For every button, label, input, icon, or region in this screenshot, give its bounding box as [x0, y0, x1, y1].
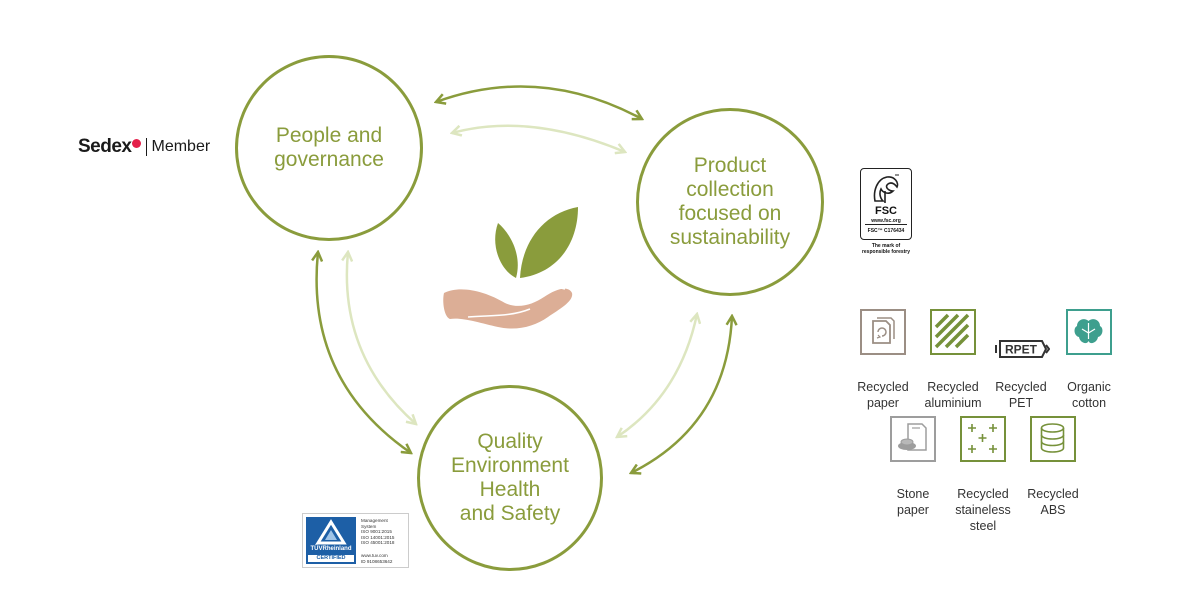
- material-recycled-paper: Recycled paper: [852, 293, 914, 411]
- fsc-logo-text: FSC: [875, 205, 897, 217]
- recycled-paper-icon: [860, 309, 906, 355]
- node-quality-ehs: Quality Environment Health and Safety: [417, 385, 603, 571]
- tuv-line: System: [361, 523, 377, 529]
- material-label: Recycled paper: [857, 380, 909, 410]
- tuv-url: www.tuv.com: [361, 553, 388, 558]
- tuv-certified-badge: TÜVRheinland CERTIFIED Management System…: [302, 513, 409, 568]
- material-label: Stone paper: [896, 487, 930, 517]
- tuv-triangle-icon: [315, 519, 347, 545]
- material-label: Recycled aluminium: [924, 380, 982, 410]
- node-product-collection: Product collection focused on sustainabi…: [636, 108, 824, 296]
- tuv-brand: TÜVRheinland: [310, 546, 352, 552]
- material-recycled-stainless-steel: Recycled staineless steel: [952, 400, 1014, 534]
- rpet-icon: RPET: [992, 309, 1051, 358]
- fsc-caption: The mark of responsible forestry: [861, 243, 911, 255]
- stainless-steel-icon: [960, 416, 1006, 462]
- material-label: Recycled PET: [995, 380, 1047, 410]
- arrow-people-quality: [317, 252, 411, 453]
- arrow-product-quality: [631, 316, 732, 473]
- aluminium-icon: [930, 309, 976, 355]
- material-stone-paper: Stone paper: [882, 400, 944, 518]
- abs-icon: [1030, 416, 1076, 462]
- fsc-url: www.fsc.org: [871, 218, 901, 224]
- sedex-member-logo: Sedex Member: [78, 136, 210, 158]
- material-label: Recycled ABS: [1027, 487, 1079, 517]
- material-recycled-pet: RPET Recycled PET: [990, 293, 1052, 411]
- tuv-certified-label: CERTIFIED: [308, 555, 354, 562]
- sedex-brand: Sedex: [78, 136, 132, 157]
- material-label: Recycled staineless steel: [955, 487, 1011, 533]
- tuv-logo-block: TÜVRheinland CERTIFIED: [306, 517, 356, 564]
- arrow-product-quality-light: [617, 314, 697, 437]
- svg-text:RPET: RPET: [1005, 343, 1038, 357]
- node-label: Quality Environment Health and Safety: [451, 430, 569, 525]
- tuv-contact: www.tuv.com ID 9108653642: [361, 553, 392, 564]
- fsc-code: FSC™ C176434: [867, 228, 905, 234]
- sedex-member-text: Member: [151, 138, 211, 155]
- tuv-line: ISO 9001:2015: [361, 529, 392, 535]
- material-recycled-aluminium: Recycled aluminium: [920, 293, 986, 411]
- fsc-divider: [865, 224, 907, 225]
- cotton-icon: [1066, 309, 1112, 355]
- material-organic-cotton: Organic cotton: [1058, 293, 1120, 411]
- material-recycled-abs: Recycled ABS: [1022, 400, 1084, 518]
- tuv-line: ISO 14001:2015: [361, 534, 395, 540]
- tuv-line: Management: [361, 518, 388, 523]
- stone-paper-icon: [890, 416, 936, 462]
- node-people-governance: People and governance: [235, 55, 423, 241]
- tuv-line: ISO 45001:2018: [361, 540, 395, 546]
- tree-check-icon: [873, 174, 899, 203]
- arrow-people-product-light: [452, 124, 625, 152]
- arrow-people-quality-light: [347, 252, 416, 424]
- hand-with-leaves-icon: [443, 207, 578, 329]
- tuv-id: ID 9108653642: [361, 558, 393, 564]
- fsc-label-box: FSC www.fsc.org FSC™ C176434: [860, 168, 912, 240]
- fsc-logo: FSC www.fsc.org FSC™ C176434 The mark of…: [858, 168, 914, 255]
- node-label: Product collection focused on sustainabi…: [669, 154, 791, 249]
- material-label: Organic cotton: [1067, 380, 1111, 410]
- arrow-people-product: [436, 85, 642, 119]
- tuv-details: Management System ISO 9001:2015 ISO 1400…: [361, 518, 394, 546]
- divider: [146, 138, 148, 156]
- sedex-dot-icon: [132, 138, 142, 148]
- node-label: People and governance: [274, 124, 384, 171]
